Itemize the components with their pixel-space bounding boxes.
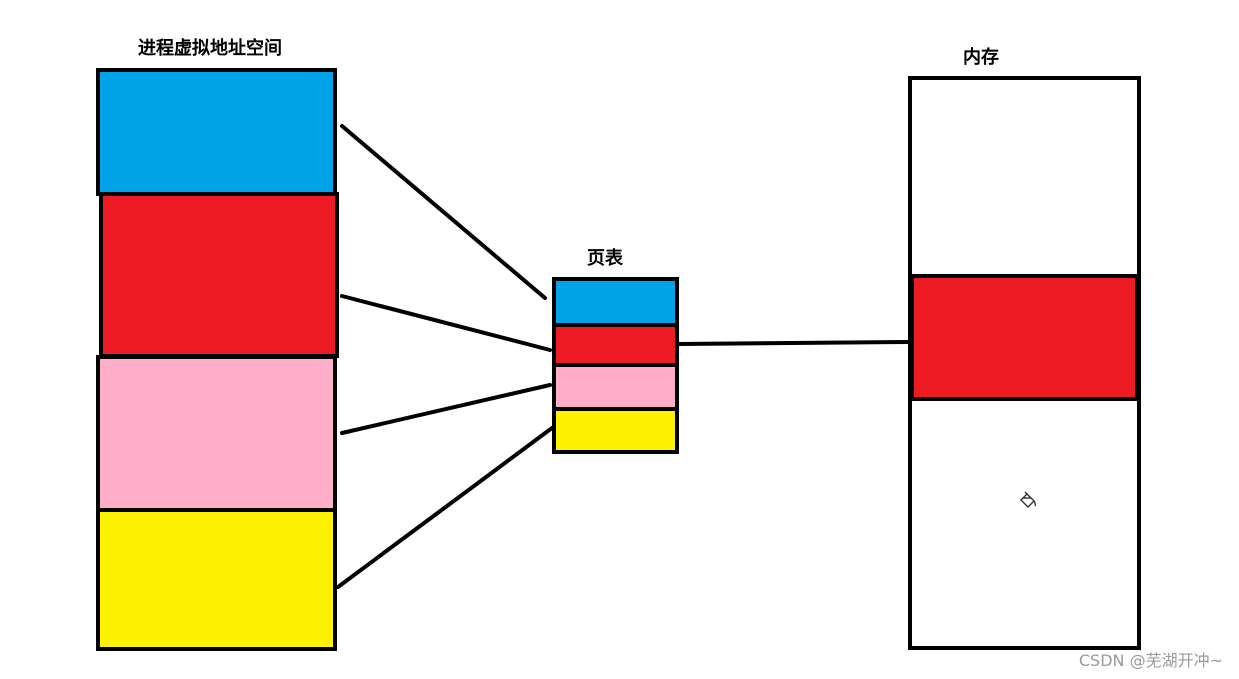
line-yellow [336,426,554,589]
memory-title: 内存 [963,47,999,68]
virtual-segment-blue [96,68,337,196]
virtual-segment-red [99,192,339,358]
page-table-entry-blue [552,277,679,327]
page-table-title: 页表 [587,248,623,269]
virtual-segment-pink [96,355,337,512]
virtual-space-title: 进程虚拟地址空间 [138,38,282,59]
line-blue [340,124,547,300]
line-page-to-memory [676,340,912,346]
page-table-entry-pink [552,363,679,411]
paint-bucket-icon [1020,491,1037,508]
virtual-segment-yellow [96,508,337,651]
watermark: CSDN @芜湖开冲~ [1078,651,1223,670]
line-red [340,294,552,352]
memory-frame-red [910,274,1139,401]
page-table-entry-yellow [552,407,679,454]
line-pink [340,383,552,435]
page-table-entry-red [552,323,679,367]
